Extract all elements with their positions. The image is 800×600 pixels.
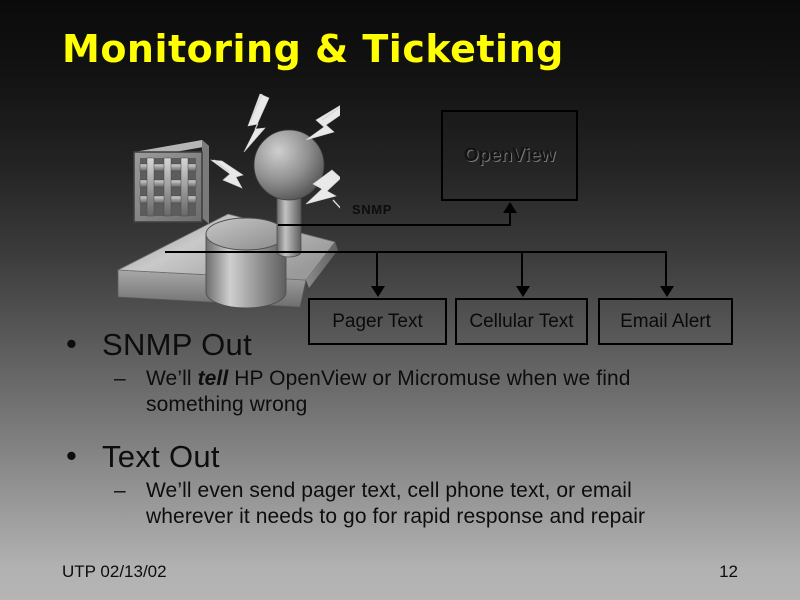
bullet-level2-line1-pre: We’ll even send pager text, cell phone t… — [146, 479, 632, 502]
bullet-level2-line1-post: HP OpenView or Micromuse when we find — [228, 367, 631, 390]
bullet-marker: • — [66, 438, 78, 473]
cellular-text-box-label: Cellular Text — [469, 310, 574, 332]
dash-marker: – — [114, 479, 126, 502]
snmp-connector-arrowhead — [503, 202, 517, 213]
email-alert-box-label: Email Alert — [620, 310, 711, 332]
snmp-connector-horizontal — [278, 224, 511, 226]
slide-page-number: 12 — [719, 562, 738, 581]
dash-marker: – — [114, 367, 126, 390]
bullet-marker: • — [66, 326, 78, 361]
branch-line-email — [665, 251, 667, 287]
branch-line-cellular — [521, 251, 523, 287]
pager-text-box[interactable]: Pager Text — [308, 298, 447, 345]
page-title: Monitoring & Ticketing — [62, 27, 564, 71]
network-device-antenna-clipart — [110, 92, 347, 317]
bullet-level2-snmp-out: – We’ll tell HP OpenView or Micromuse wh… — [58, 366, 758, 418]
openview-box[interactable]: OpenView — [441, 110, 578, 201]
bullet-level2-line1: We’ll tell HP OpenView or Micromuse when… — [146, 366, 758, 392]
bullet-level1-label: SNMP Out — [102, 327, 252, 362]
bullet-level2-line2: something wrong — [146, 393, 308, 416]
branch-line-pager — [376, 251, 378, 287]
bullet-level1-snmp-out: • SNMP Out — [58, 326, 758, 364]
output-bus-horizontal — [165, 251, 667, 253]
pager-text-box-label: Pager Text — [332, 310, 423, 332]
bullet-level2-text-out: – We’ll even send pager text, cell phone… — [58, 478, 758, 530]
email-alert-box[interactable]: Email Alert — [598, 298, 733, 345]
branch-arrowhead-cellular — [516, 286, 530, 297]
branch-arrowhead-email — [660, 286, 674, 297]
cellular-text-box[interactable]: Cellular Text — [455, 298, 588, 345]
bullet-level2-line1-emphasis: tell — [197, 367, 229, 390]
bullet-level2-line1: We’ll even send pager text, cell phone t… — [146, 478, 758, 504]
bullet-level2-line2: wherever it needs to go for rapid respon… — [146, 505, 646, 528]
bullet-content: • SNMP Out – We’ll tell HP OpenView or M… — [58, 326, 758, 530]
footer-left-text: UTP 02/13/02 — [62, 562, 167, 581]
bullet-level1-label: Text Out — [102, 439, 220, 474]
openview-box-label: OpenView — [463, 144, 556, 166]
bullet-level2-line1-pre: We’ll — [146, 367, 198, 390]
snmp-label: SNMP — [352, 202, 392, 217]
branch-arrowhead-pager — [371, 286, 385, 297]
snmp-connector-vertical — [509, 213, 511, 226]
bullet-level1-text-out: • Text Out — [58, 438, 758, 476]
bullet-spacer — [58, 418, 758, 438]
